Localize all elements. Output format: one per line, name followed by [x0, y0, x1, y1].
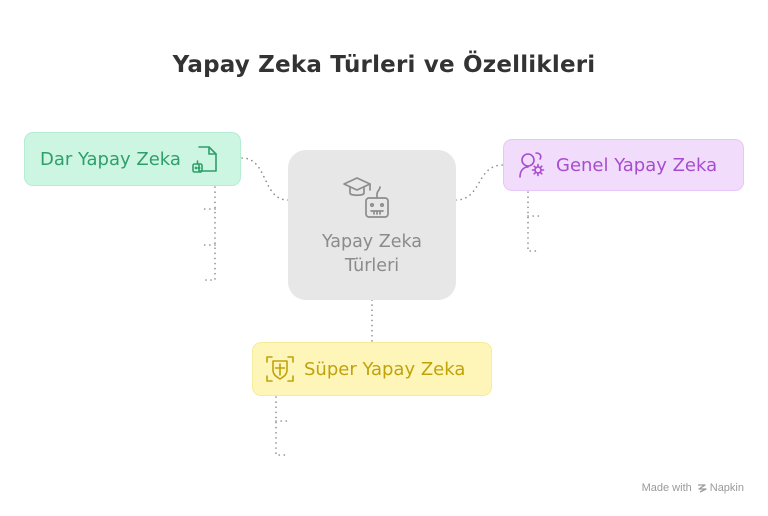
node-super-yapay-zeka: Süper Yapay Zeka	[252, 342, 492, 396]
diagram-title: Yapay Zeka Türleri ve Özellikleri	[172, 52, 596, 78]
node-genel-yapay-zeka: Genel Yapay Zeka	[503, 139, 744, 191]
footer-attribution: Made with Napkin	[642, 482, 744, 494]
node-dar-label: Dar Yapay Zeka	[40, 148, 181, 170]
connector-center-genel	[455, 164, 504, 201]
central-label-line2: Türleri	[344, 256, 400, 276]
connector-dar-branch	[202, 186, 216, 281]
napkin-brand-text: Napkin	[709, 482, 744, 494]
node-dar-yapay-zeka: Dar Yapay Zeka	[24, 132, 241, 186]
central-node-label: Yapay Zeka Türleri	[322, 230, 422, 278]
robot-icon	[365, 186, 389, 218]
made-with-text: Made with	[641, 482, 692, 494]
node-genel-label: Genel Yapay Zeka	[556, 154, 718, 176]
brain-gear-person-icon	[516, 149, 546, 181]
central-node-yapay-zeka-turleri: Yapay Zeka Türleri	[288, 150, 456, 300]
node-super-label: Süper Yapay Zeka	[304, 358, 466, 380]
napkin-logo-icon	[697, 483, 707, 493]
connector-genel-branch	[527, 191, 541, 252]
central-label-line1: Yapay Zeka	[321, 232, 423, 252]
graduation-cap-icon	[343, 177, 371, 197]
connector-center-dar	[241, 157, 289, 201]
connector-super-branch	[275, 396, 290, 456]
shield-scan-icon	[264, 353, 296, 385]
document-robot-icon	[191, 144, 219, 174]
